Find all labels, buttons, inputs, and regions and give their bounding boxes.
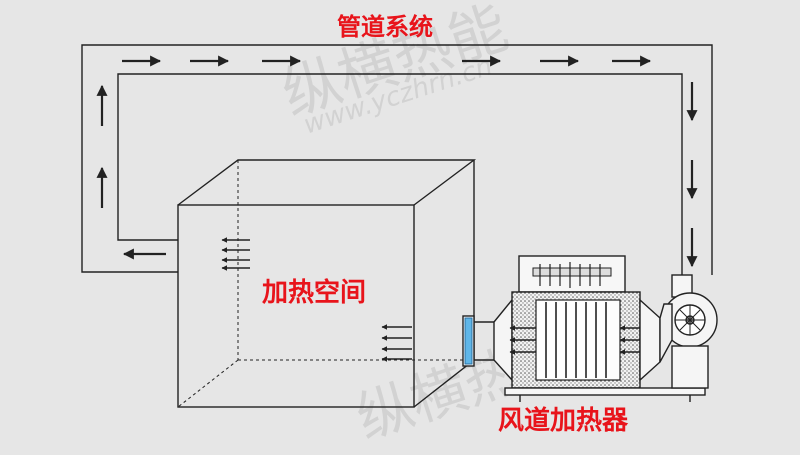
heater-outlet-cone: [639, 298, 661, 382]
fan-to-heater-duct: [659, 303, 673, 363]
label-air-duct-heater: 风道加热器: [498, 406, 629, 436]
box-top-back-edges: [177, 159, 477, 206]
heater-terminals: [539, 262, 601, 288]
pipe-outer-wall: [81, 44, 713, 275]
box-front-face: [177, 204, 415, 408]
heater-internal-arrows: [509, 325, 640, 355]
fan-stand: [671, 345, 709, 389]
fan-blades: [675, 305, 705, 335]
heater-element-panel: [535, 299, 621, 381]
heater-terminal-strip: [532, 267, 612, 277]
box-right-back-edges: [413, 160, 475, 408]
blower-fan: [659, 274, 718, 389]
heater-base-frame: [504, 387, 706, 396]
connector-pipe: [462, 298, 513, 382]
pipe-flow-arrows: [96, 55, 698, 268]
heater-inlet-cone: [493, 298, 513, 382]
heater-elements: [545, 302, 607, 378]
label-pipe-system: 管道系统: [337, 13, 433, 41]
pipe-duct: [81, 44, 713, 275]
air-duct-heater: [504, 255, 706, 402]
pipe-inner-wall: [117, 73, 683, 275]
box-hidden-edges: [177, 160, 474, 408]
label-heating-space: 加热空间: [262, 278, 367, 308]
box-flow-arrows: [221, 237, 412, 362]
